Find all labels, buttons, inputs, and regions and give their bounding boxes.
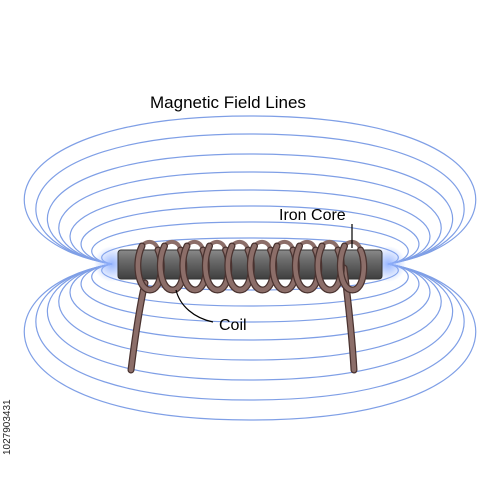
field-line-upper-2 — [91, 221, 409, 265]
field-line-lower-7 — [35, 263, 465, 401]
coil-turn-10 — [338, 243, 367, 293]
field-line-upper-8 — [23, 115, 477, 265]
field-line-lower-5 — [58, 263, 442, 361]
side-identifier: 1027903431 — [2, 399, 13, 455]
left-lead-wire-fill — [128, 280, 148, 373]
field-line-upper-3 — [80, 205, 420, 265]
field-line-lower-3 — [80, 263, 420, 323]
field-line-upper-4 — [69, 189, 431, 265]
iron-core-label: Iron Core — [279, 207, 346, 224]
diagram-title: Magnetic Field Lines — [150, 93, 306, 112]
field-line-lower-2 — [91, 263, 409, 307]
field-line-upper-5 — [58, 171, 442, 265]
coil-label: Coil — [219, 317, 247, 334]
field-line-upper-6 — [46, 153, 454, 265]
field-line-lower-6 — [46, 263, 454, 381]
coil-front-turns — [134, 242, 368, 294]
field-line-lower-4 — [69, 263, 431, 341]
magnetic-field-lines — [23, 115, 477, 421]
field-line-lower-8 — [23, 263, 477, 421]
coil-leader-line — [175, 289, 214, 323]
field-line-upper-7 — [35, 133, 465, 265]
